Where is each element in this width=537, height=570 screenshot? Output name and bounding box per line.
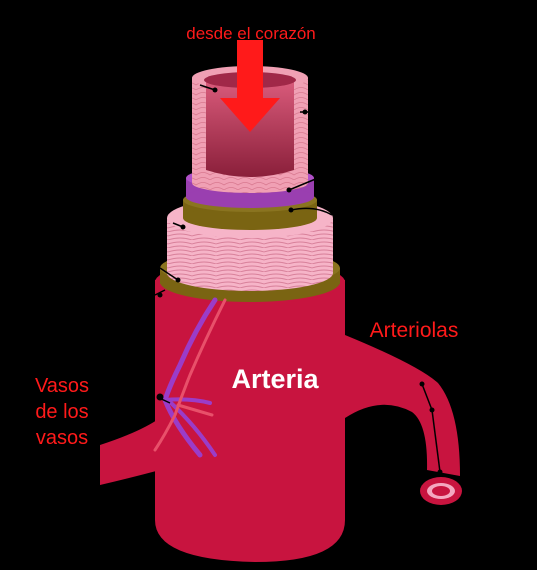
arteriole-opening — [420, 477, 462, 505]
blood-flow-arrow — [220, 40, 280, 132]
label-vasos-line1: Vasos — [35, 375, 89, 397]
label-from-heart: desde el corazón — [186, 24, 315, 43]
vasa-vasorum-vessels — [153, 297, 227, 458]
label-vasos-line3: vasos — [36, 427, 88, 449]
label-arteria: Arteria — [231, 364, 319, 394]
artery-body — [100, 260, 460, 562]
label-vasos-line2: de los — [35, 401, 88, 423]
leader-dots — [156, 87, 443, 475]
label-arteriolas: Arteriolas — [370, 319, 459, 342]
